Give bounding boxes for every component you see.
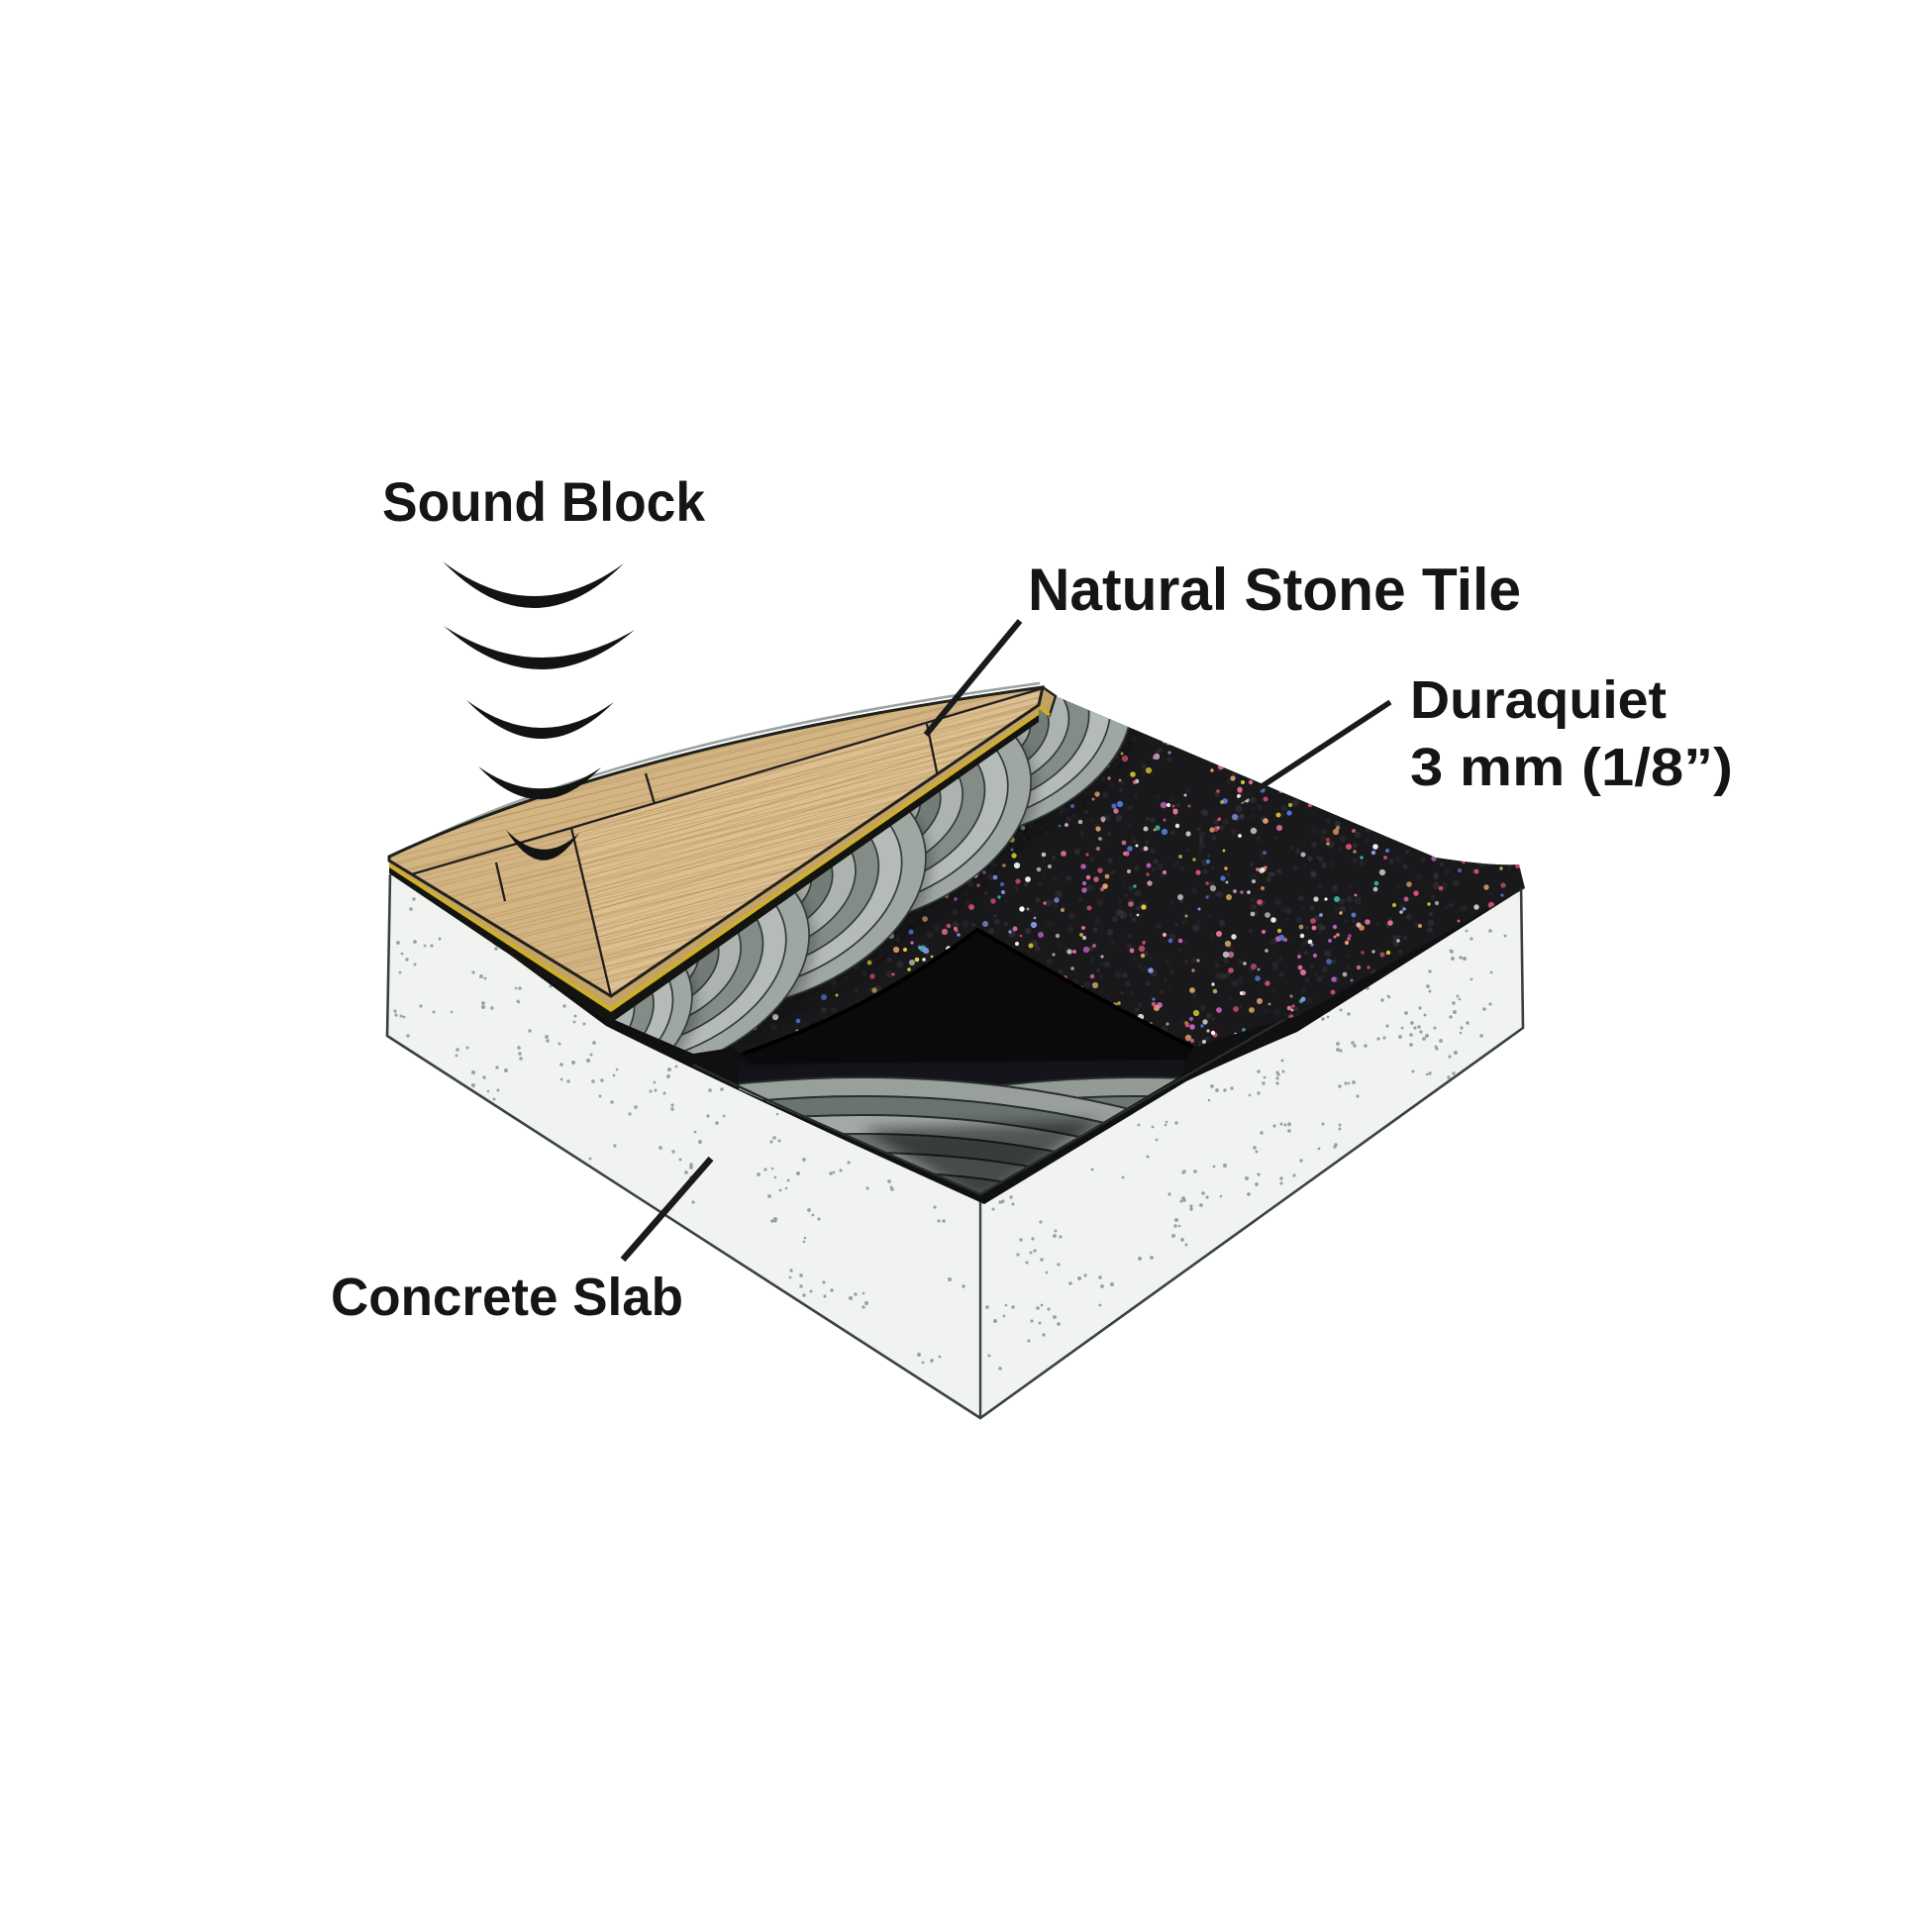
svg-text:Concrete Slab: Concrete Slab — [331, 1268, 683, 1327]
svg-text:Sound Block: Sound Block — [382, 470, 706, 533]
svg-text:3 mm (1/8”): 3 mm (1/8”) — [1410, 738, 1733, 797]
svg-text:Natural Stone Tile: Natural Stone Tile — [1028, 557, 1521, 623]
svg-text:Duraquiet: Duraquiet — [1410, 670, 1667, 730]
